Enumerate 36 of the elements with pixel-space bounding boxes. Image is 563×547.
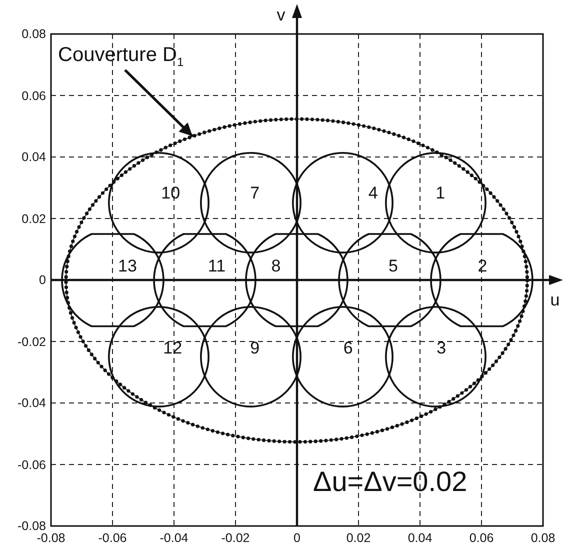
tick-label: -0.06 <box>98 532 127 544</box>
tick-label: 0.06 <box>469 532 494 544</box>
cell-number: 2 <box>478 258 488 274</box>
callout-label: Couverture D$_{1}$ <box>58 44 184 70</box>
axis-label: u <box>550 292 560 308</box>
step-annotation: Δu=Δv=0.02 <box>313 468 468 496</box>
tick-label: -0.08 <box>18 520 46 532</box>
cell-number: 7 <box>250 184 260 202</box>
tick-label: -0.02 <box>221 532 250 544</box>
cell-number: 5 <box>388 258 398 274</box>
cell-number: 1 <box>436 184 446 202</box>
tick-label: -0.04 <box>160 532 188 544</box>
tick-label: 0.04 <box>22 150 46 164</box>
tick-label: 0 <box>294 532 300 544</box>
cell-number: 3 <box>436 339 446 356</box>
cell-number: 10 <box>161 184 180 202</box>
tick-label: 0.06 <box>22 89 46 102</box>
tick-label: 0.02 <box>346 532 371 544</box>
tick-label: -0.08 <box>36 532 66 544</box>
axis-label: v <box>276 6 286 24</box>
leader-arrow <box>124 69 194 138</box>
cell-number: 11 <box>208 258 226 274</box>
tick-label: 0.04 <box>408 532 432 544</box>
cell-number: 13 <box>118 258 137 274</box>
tick-label: 0.08 <box>22 28 46 40</box>
cell-number: 6 <box>343 339 353 356</box>
tick-label: -0.02 <box>18 335 46 348</box>
cell-number: 8 <box>271 258 281 274</box>
cell-number: 9 <box>250 339 260 356</box>
tick-label: 0.08 <box>530 532 556 544</box>
tick-label: -0.06 <box>18 458 46 471</box>
tick-label: -0.04 <box>18 396 46 410</box>
tick-label: 0 <box>39 274 46 286</box>
tick-label: 0.02 <box>22 212 46 225</box>
cell-number: 12 <box>163 339 182 356</box>
cell-number: 4 <box>368 184 378 202</box>
